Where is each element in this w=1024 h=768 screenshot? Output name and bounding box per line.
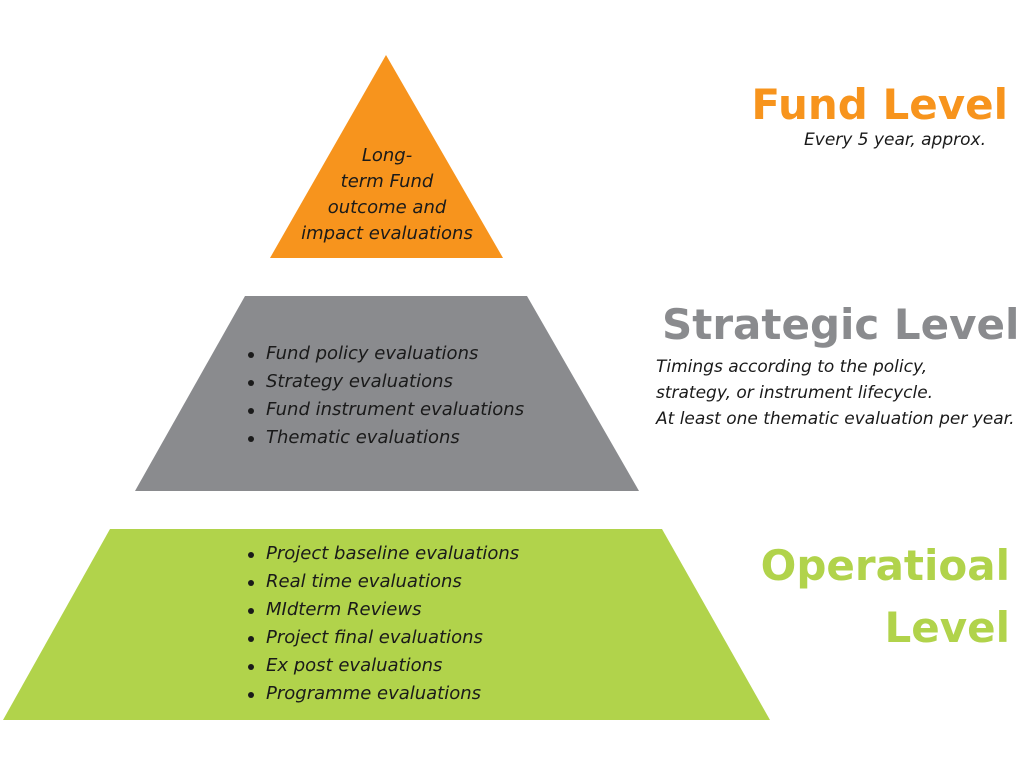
operational-title-line: Operatioal — [760, 541, 1010, 590]
operational-title-line: Level — [884, 603, 1010, 652]
fund-level-triangle — [270, 55, 503, 258]
fund-tier-line: term Fund — [340, 171, 434, 192]
strategic-level-trapezoid — [135, 296, 639, 491]
strategic-note-line: Timings according to the policy, — [656, 357, 928, 377]
list-item: MIdterm Reviews — [244, 596, 519, 624]
strategic-level-title: Strategic Level — [662, 300, 1020, 349]
list-item: Programme evaluations — [244, 680, 519, 708]
operational-level-title: Operatioal Level — [740, 535, 1010, 659]
fund-level-note: Every 5 year, approx. — [804, 130, 986, 150]
strategic-note-line: At least one thematic evaluation per yea… — [656, 409, 1015, 429]
strategic-level-note: Timings according to the policy, strateg… — [656, 354, 1022, 432]
list-item: Strategy evaluations — [244, 368, 524, 396]
fund-tier-line: Long- — [361, 145, 413, 166]
list-item: Fund instrument evaluations — [244, 396, 524, 424]
fund-level-tier-text: Long- term Fund outcome and impact evalu… — [290, 143, 484, 247]
list-item: Project final evaluations — [244, 624, 519, 652]
list-item: Fund policy evaluations — [244, 340, 524, 368]
operational-level-trapezoid — [3, 529, 770, 720]
operational-level-list: Project baseline evaluations Real time e… — [244, 540, 519, 708]
fund-tier-line: outcome and — [327, 197, 447, 218]
list-item: Ex post evaluations — [244, 652, 519, 680]
list-item: Real time evaluations — [244, 568, 519, 596]
list-item: Thematic evaluations — [244, 424, 524, 452]
list-item: Project baseline evaluations — [244, 540, 519, 568]
strategic-note-line: strategy, or instrument lifecycle. — [656, 383, 934, 403]
strategic-level-list: Fund policy evaluations Strategy evaluat… — [244, 340, 524, 452]
fund-level-title: Fund Level — [751, 80, 1008, 129]
fund-tier-line: impact evaluations — [301, 223, 473, 244]
